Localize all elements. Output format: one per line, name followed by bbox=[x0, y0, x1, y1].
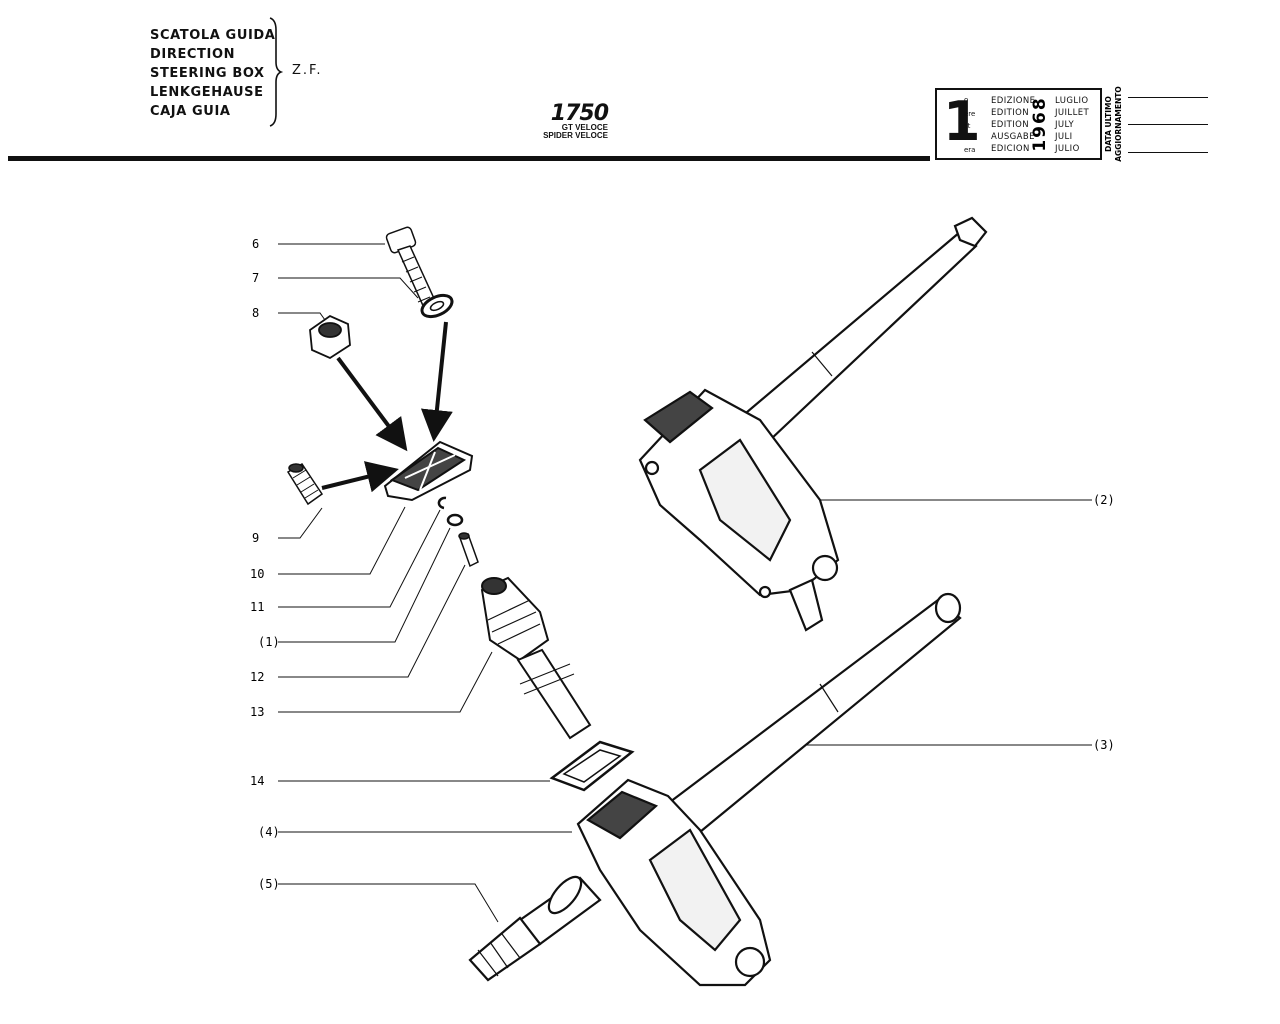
hex-nut-icon bbox=[309, 314, 351, 360]
edition-month: JULI bbox=[1055, 132, 1073, 142]
edition-suffix: ere bbox=[964, 110, 976, 118]
callout-3: (3) bbox=[1093, 738, 1115, 752]
callout-12: 12 bbox=[250, 670, 264, 684]
callout-4: (4) bbox=[258, 825, 280, 839]
edition-word: EDICION bbox=[991, 144, 1030, 154]
edition-suffix: era bbox=[964, 146, 976, 154]
title-english: STEERING BOX bbox=[150, 66, 265, 81]
title-french: DIRECTION bbox=[150, 47, 236, 62]
edition-word: AUSGABE bbox=[991, 132, 1035, 142]
circlip-icon bbox=[437, 496, 447, 510]
model-number: 1750 bbox=[550, 101, 609, 126]
callout-10: 10 bbox=[250, 567, 264, 581]
bolt-icon bbox=[385, 226, 439, 311]
leader-lines bbox=[278, 243, 1092, 923]
last-update-label: DATA ULTIMO AGGIORNAMENTO bbox=[1104, 86, 1123, 162]
edition-month: JUILLET bbox=[1055, 108, 1090, 118]
last-update-line2: AGGIORNAMENTO bbox=[1114, 86, 1123, 162]
assembly-arrows bbox=[321, 321, 453, 493]
edition-month: LUGLIO bbox=[1055, 96, 1089, 106]
title-spanish: CAJA GUIA bbox=[150, 104, 231, 119]
edition-word: EDITION bbox=[991, 108, 1029, 118]
title-italian: SCATOLA GUIDA bbox=[150, 28, 276, 43]
sector-shaft-icon bbox=[480, 576, 592, 740]
callout-13: 13 bbox=[250, 705, 264, 719]
callout-6: 6 bbox=[252, 237, 259, 251]
callout-7: 7 bbox=[252, 271, 259, 285]
edition-suffix: st bbox=[964, 122, 971, 130]
update-line bbox=[1128, 152, 1208, 153]
exploded-diagram: 6 7 8 9 10 11 (1) 12 13 14 (4) (5) (2) (… bbox=[250, 216, 1115, 987]
update-line bbox=[1128, 97, 1208, 98]
manufacturer-label: Z.F. bbox=[292, 63, 323, 78]
title-german: LENKGEHAUSE bbox=[150, 85, 264, 100]
edition-year-text: 1968 bbox=[1030, 96, 1050, 151]
callout-2: (2) bbox=[1093, 493, 1115, 507]
update-line bbox=[1128, 124, 1208, 125]
top-cover-icon bbox=[383, 440, 474, 502]
steering-box-assembled-icon bbox=[638, 216, 988, 632]
callout-5: (5) bbox=[258, 877, 280, 891]
model-badge: 1750 GT VELOCE SPIDER VELOCE bbox=[528, 101, 609, 140]
callout-1: (1) bbox=[258, 635, 280, 649]
model-variant-spider: SPIDER VELOCE bbox=[543, 131, 608, 140]
last-update-line1: DATA ULTIMO bbox=[1104, 96, 1113, 152]
set-screw-icon bbox=[286, 463, 324, 506]
edition-month: JULY bbox=[1055, 120, 1075, 130]
gasket-icon bbox=[549, 740, 635, 792]
edition-word: EDITION bbox=[991, 120, 1029, 130]
callout-14: 14 bbox=[250, 774, 264, 788]
edition-box: 1 o ere st . era EDIZIONE EDITION EDITIO… bbox=[935, 88, 1102, 160]
title-brace bbox=[269, 17, 284, 127]
steering-box-housing-icon bbox=[468, 592, 962, 987]
header-rule bbox=[8, 156, 930, 161]
callout-11: 11 bbox=[250, 600, 264, 614]
edition-word: EDIZIONE bbox=[991, 96, 1036, 106]
callout-9: 9 bbox=[252, 531, 259, 545]
edition-year: 1968 bbox=[1030, 96, 1050, 151]
callout-8: 8 bbox=[252, 306, 259, 320]
adjusting-screw-icon bbox=[458, 532, 479, 568]
edition-suffix: . bbox=[964, 134, 967, 142]
small-washer-icon bbox=[446, 513, 464, 527]
washer-icon bbox=[420, 293, 454, 319]
model-variant-gt: GT VELOCE bbox=[561, 123, 608, 132]
edition-month: JULIO bbox=[1055, 144, 1080, 154]
title-block: SCATOLA GUIDA DIRECTION STEERING BOX LEN… bbox=[150, 26, 275, 121]
edition-suffix: o bbox=[964, 96, 969, 104]
edition-ordinal: 1 bbox=[943, 90, 981, 153]
callout-labels: 6 7 8 9 10 11 (1) 12 13 14 (4) (5) (2) (… bbox=[250, 237, 1115, 891]
